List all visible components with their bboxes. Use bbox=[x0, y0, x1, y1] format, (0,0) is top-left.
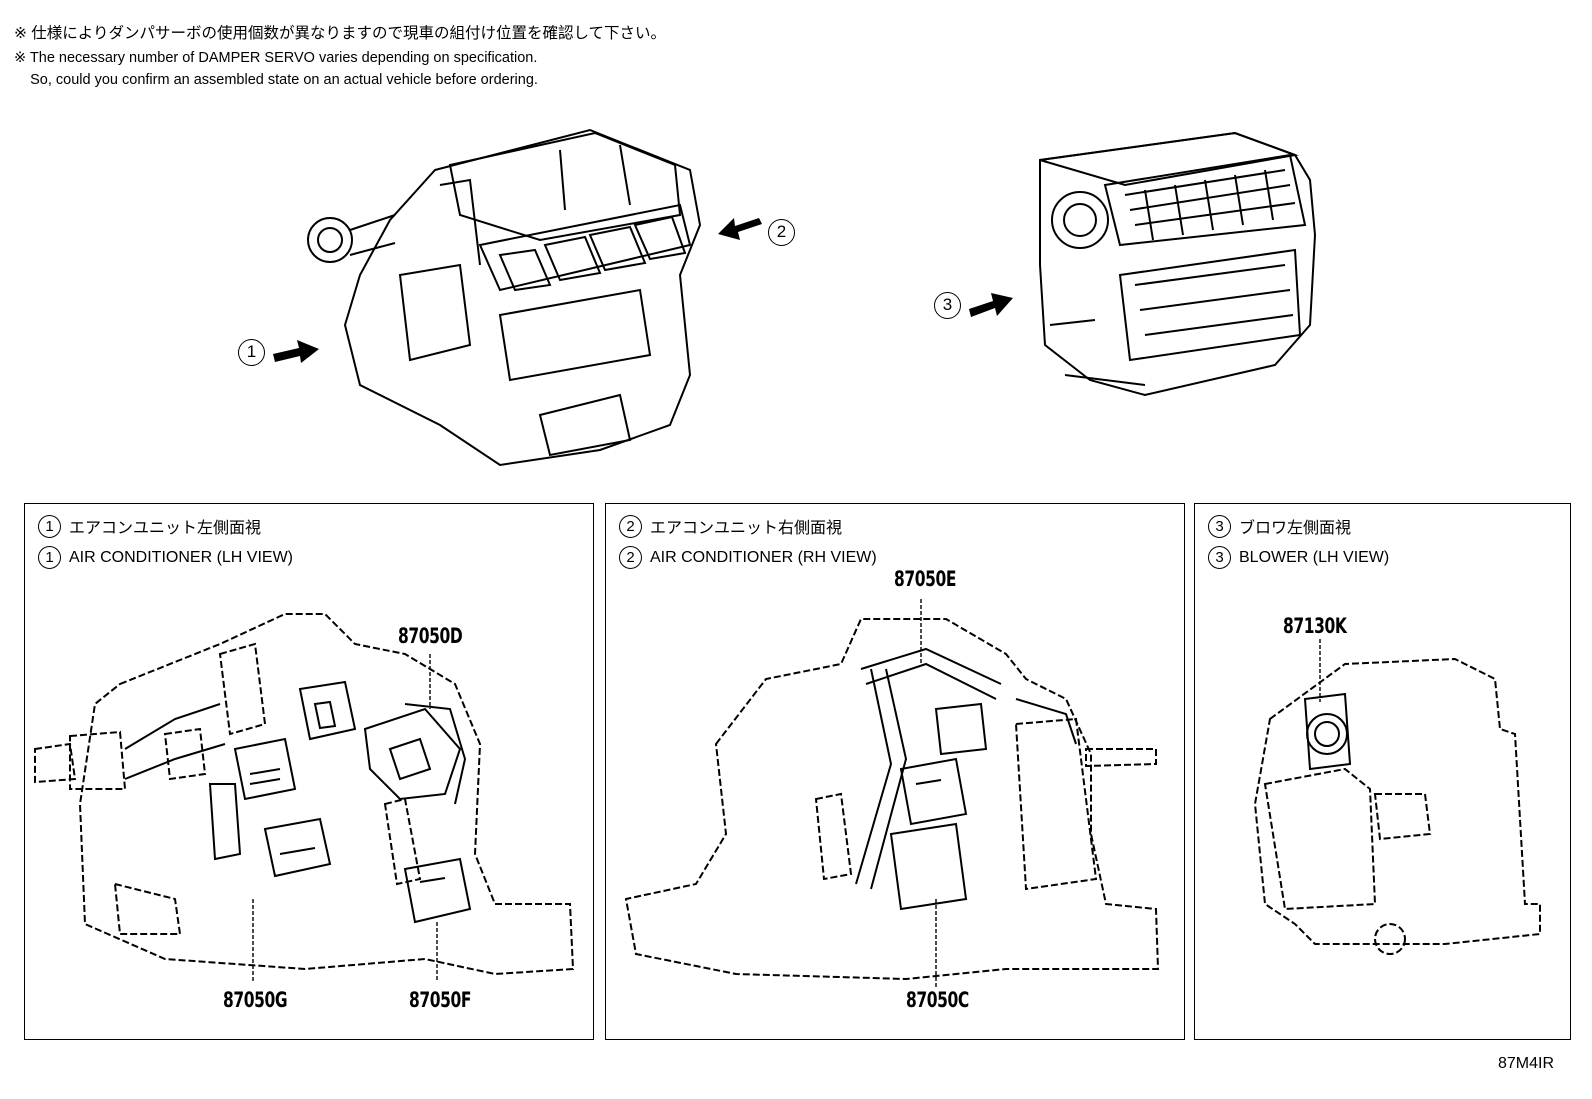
arrow-icon bbox=[969, 293, 1013, 317]
panel-number: 2 bbox=[619, 514, 642, 538]
part-number-87050G[interactable]: 87050G bbox=[223, 988, 288, 1012]
panel-number: 3 bbox=[1208, 514, 1231, 538]
panel-title-en: 3 BLOWER (LH VIEW) bbox=[1208, 546, 1389, 569]
part-number-87050F[interactable]: 87050F bbox=[409, 988, 472, 1012]
panel-number: 3 bbox=[1208, 546, 1231, 569]
panel-title-jp: 2 エアコンユニット右側面視 bbox=[619, 514, 842, 538]
panel-number: 1 bbox=[38, 514, 61, 538]
panel-title-en-text: AIR CONDITIONER (RH VIEW) bbox=[650, 548, 877, 566]
arrow-icon bbox=[273, 340, 319, 363]
callout-number: 3 bbox=[934, 291, 961, 319]
panel-number: 1 bbox=[38, 546, 61, 569]
panel-title-jp: 1 エアコンユニット左側面視 bbox=[38, 514, 261, 538]
panel-title-jp-text: ブロワ左側面視 bbox=[1239, 520, 1352, 537]
diagram-code: 87M4IR bbox=[1497, 1055, 1554, 1072]
ac-unit-illustration bbox=[307, 128, 702, 467]
arrow-icon bbox=[718, 218, 762, 240]
blower-unit-illustration bbox=[1039, 131, 1317, 397]
panel-title-en-text: BLOWER (LH VIEW) bbox=[1239, 548, 1390, 566]
note-english-line1: ※ The necessary number of DAMPER SERVO v… bbox=[14, 50, 538, 66]
part-number-87050E[interactable]: 87050E bbox=[894, 567, 957, 591]
panel-title-jp: 3 ブロワ左側面視 bbox=[1208, 514, 1351, 538]
panel-title-en: 1 AIR CONDITIONER (LH VIEW) bbox=[38, 546, 293, 569]
overview-callout-1: 1 bbox=[238, 337, 321, 367]
ac-rh-drawing bbox=[624, 599, 1160, 989]
panel-ac-rh-view: 2 エアコンユニット右側面視 2 AIR CONDITIONER (RH VIE… bbox=[605, 503, 1185, 1040]
note-japanese: ※ 仕様によりダンパサーボの使用個数が異なりますので現車の組付け位置を確認して下… bbox=[14, 25, 667, 42]
panel-title-en-text: AIR CONDITIONER (LH VIEW) bbox=[69, 548, 294, 566]
callout-number: 1 bbox=[238, 338, 265, 366]
part-number-87050C[interactable]: 87050C bbox=[906, 988, 969, 1012]
ac-lh-drawing bbox=[34, 613, 575, 982]
note-english-line2: So, could you confirm an assembled state… bbox=[14, 72, 538, 88]
overview-callout-3: 3 bbox=[934, 290, 1015, 320]
overview-callout-2: 2 bbox=[716, 214, 795, 250]
callout-number: 2 bbox=[768, 218, 795, 246]
panel-number: 2 bbox=[619, 546, 642, 569]
panel-ac-lh-view: 1 エアコンユニット左側面視 1 AIR CONDITIONER (LH VIE… bbox=[24, 503, 594, 1040]
part-number-87130K[interactable]: 87130K bbox=[1283, 614, 1347, 638]
panel-title-jp-text: エアコンユニット右側面視 bbox=[650, 520, 843, 537]
panel-title-en: 2 AIR CONDITIONER (RH VIEW) bbox=[619, 546, 877, 569]
blower-lh-drawing bbox=[1253, 639, 1541, 955]
part-number-87050D[interactable]: 87050D bbox=[398, 624, 463, 648]
panel-blower-lh-view: 3 ブロワ左側面視 3 BLOWER (LH VIEW) 87130K bbox=[1194, 503, 1571, 1040]
panel-title-jp-text: エアコンユニット左側面視 bbox=[69, 520, 262, 537]
